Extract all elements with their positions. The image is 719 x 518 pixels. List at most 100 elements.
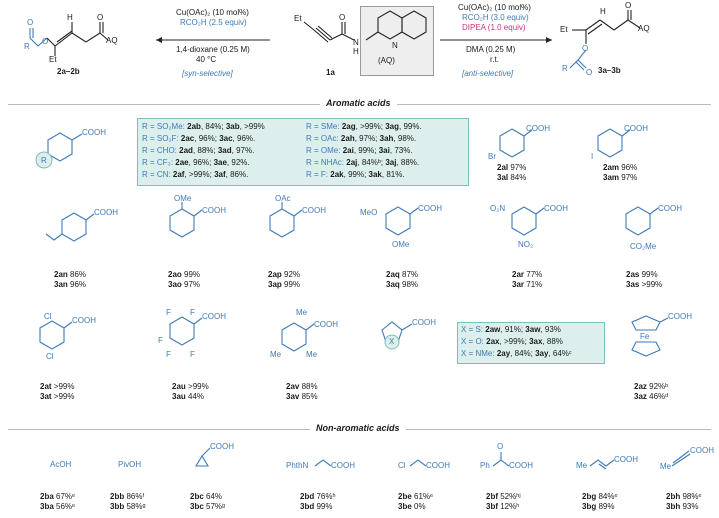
r-table-col1-row: R = SO₂Me: 2ab, 84%; 3ab, >99%	[142, 122, 265, 131]
dimethoxy-cooh: COOH	[418, 204, 442, 213]
compound-3-label: 3ae	[213, 158, 227, 167]
compound-2-label: 2ad	[179, 146, 193, 155]
yield-2bh: 2bh 98%ᵉ	[666, 492, 702, 501]
compound-3-label: 3ah	[379, 134, 394, 143]
r-table-col2-row: R = OAc: 2ah, 97%; 3ah, 98%.	[306, 134, 417, 143]
right-product-aq: AQ	[638, 24, 650, 33]
compound-2-label: 2ax	[486, 337, 500, 346]
r-table-col2-row: R = OMe: 2ai, 99%; 3ai, 73%.	[306, 146, 413, 155]
yield-3bb: 3bb 58%ᵍ	[110, 502, 146, 511]
right-cond-1: Cu(OAc)₂ (10 mol%)	[458, 3, 531, 12]
compound-2-yield: >99%;	[360, 122, 383, 131]
section-aromatic-title: Aromatic acids	[320, 98, 397, 108]
compound-3-label: 3ai	[378, 146, 390, 155]
substrate-o: O	[339, 13, 346, 22]
r-table-col1-row: R = CF₃: 2ae, 96%; 3ae, 92%.	[142, 158, 250, 167]
bromo-cooh: COOH	[526, 124, 550, 133]
substituent-label: R = SO₂Me:	[142, 122, 185, 131]
yield-3as: 3as >99%	[626, 280, 663, 289]
crotonic-me: Me	[576, 461, 588, 470]
right-cond-4: DMA (0.25 M)	[466, 45, 516, 54]
compound-2-yield: 96%;	[193, 158, 212, 167]
mesityl-me2: Me	[270, 350, 282, 359]
bromo-br: Br	[488, 152, 496, 161]
yield-3al: 3al 84%	[497, 173, 527, 182]
phthn-label: PhthN	[286, 461, 309, 470]
r-benzoic-r: R	[41, 156, 47, 165]
x-heteroatom-table	[457, 322, 605, 364]
perfluoro-cooh: COOH	[202, 312, 226, 321]
aq-label: (AQ)	[378, 56, 395, 65]
r-substituent-table	[137, 118, 469, 186]
yield-3bg: 3bg 89%	[582, 502, 615, 511]
quinoline-n: N	[392, 41, 398, 50]
yield-3an: 3an 96%	[54, 280, 87, 289]
r-benzoic-structure	[35, 132, 83, 169]
compound-3-label: 3aj	[385, 158, 397, 167]
crotonic-cooh: COOH	[614, 455, 638, 464]
left-product-o3: O	[97, 13, 104, 22]
hetero-x: X	[389, 337, 395, 346]
dinitro-no2: NO₂	[518, 240, 534, 249]
pivalic-acid: PivOH	[118, 460, 142, 469]
compound-2-label: 2ai	[342, 146, 354, 155]
compound-2-yield: 99%;	[348, 170, 367, 179]
oac-cooh: COOH	[302, 206, 326, 215]
yield-2be: 2be 61%ᵉ	[398, 492, 434, 501]
right-product-r: R	[562, 64, 568, 73]
aq-highlight-box	[360, 6, 434, 76]
compound-2-yield: 99%;	[358, 146, 377, 155]
compound-3-label: 3ad	[217, 146, 232, 155]
compound-2-yield: 96%;	[198, 134, 217, 143]
dichloro-cl1: Cl	[44, 312, 52, 321]
right-product-et: Et	[560, 25, 568, 34]
compound-2-yield: 84%ᵇ;	[361, 158, 384, 167]
keto-ph: Ph	[480, 461, 490, 470]
perfluoro-f2: F	[190, 308, 195, 317]
right-cond-5: r.t.	[490, 55, 499, 64]
yield-2bd: 2bd 76%ʰ	[300, 492, 336, 501]
ome-cooh: COOH	[202, 206, 226, 215]
keto-o: O	[497, 442, 504, 451]
x-table-row: X = NMe: 2ay, 84%; 3ay, 64%ᶜ	[461, 349, 572, 358]
left-cond-3: 1,4-dioxane (0.25 M)	[176, 45, 250, 54]
compound-3-label: 3ac	[219, 134, 233, 143]
perfluoro-f4: F	[166, 350, 171, 359]
compound-3-yield: 86%.	[230, 170, 249, 179]
yield-3aq: 3aq 98%	[386, 280, 419, 289]
compound-2-label: 2aj	[346, 158, 358, 167]
yield-3am: 3am 97%	[603, 173, 638, 182]
yield-2ar: 2ar 77%	[512, 270, 543, 279]
compound-3-yield: 88%	[546, 337, 563, 346]
compound-2-yield: 84%;	[205, 122, 224, 131]
yield-2au: 2au >99%	[172, 382, 209, 391]
compound-3-yield: 99%.	[403, 122, 422, 131]
substituent-label: X = O:	[461, 337, 484, 346]
left-product-o: O	[27, 18, 34, 27]
mesityl-cooh: COOH	[314, 320, 338, 329]
left-selectivity: [syn-selective]	[182, 69, 233, 78]
perfluoro-f5: F	[190, 350, 195, 359]
right-product-h: H	[600, 7, 606, 16]
compound-3-yield: 97%.	[236, 146, 255, 155]
butynoic-cooh: COOH	[690, 446, 714, 455]
left-cond-2: RCO₂H (2.5 equiv)	[180, 18, 247, 27]
substrate-et: Et	[294, 14, 302, 23]
yield-3bd: 3bd 99%	[300, 502, 333, 511]
right-product-structure	[569, 10, 641, 71]
yield-3av: 3av 85%	[286, 392, 318, 401]
x-table-row: X = S: 2aw, 91%; 3aw, 93%	[461, 325, 561, 334]
substituent-label: R = SMe:	[306, 122, 340, 131]
right-arrow	[440, 37, 552, 43]
left-cond-4: 40 °C	[196, 55, 217, 64]
substituent-label: R = NHAc:	[306, 158, 345, 167]
compound-3-yield: 64%ᶜ	[552, 349, 572, 358]
yield-2bc: 2bc 64%	[190, 492, 223, 501]
ferrocene-fe: Fe	[640, 332, 650, 341]
yield-2bf: 2bf 52%ʰʲ	[486, 492, 521, 501]
right-product-o: O	[625, 1, 632, 10]
compound-3-yield: 93%	[544, 325, 561, 334]
compound-2-yield: 88%;	[197, 146, 216, 155]
dimethoxy-meo: MeO	[360, 208, 378, 217]
nonaromatic-structures	[195, 447, 691, 470]
